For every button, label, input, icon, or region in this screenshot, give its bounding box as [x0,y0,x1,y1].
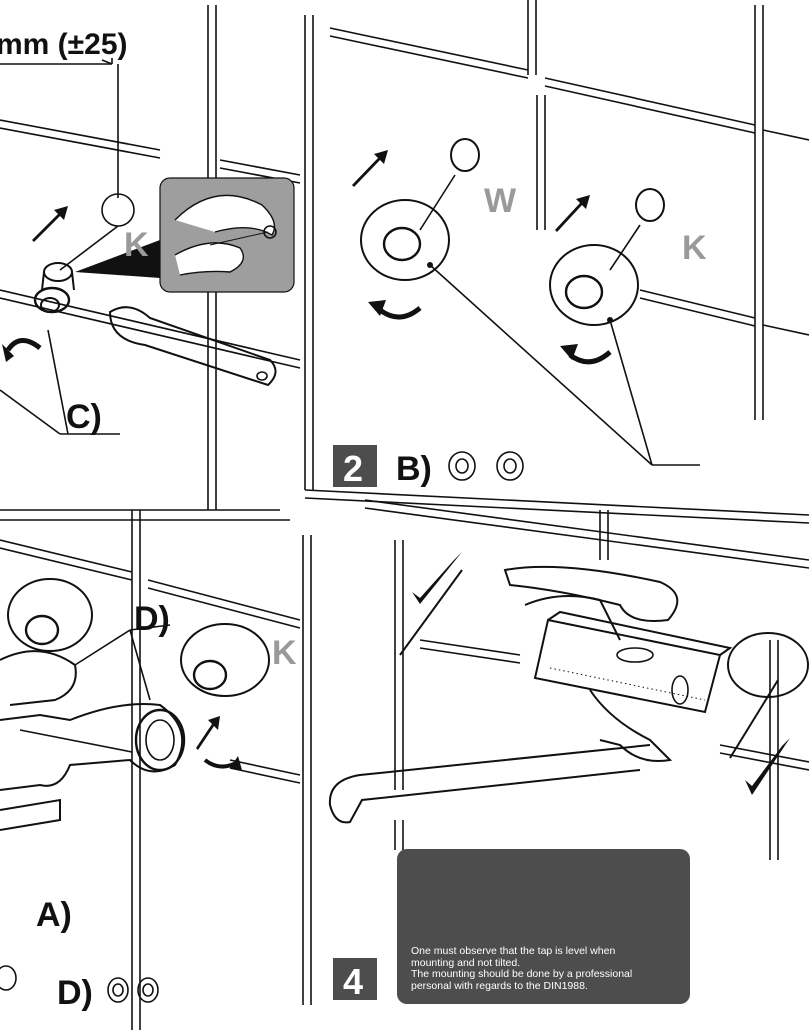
panel-2-rosettes [304,0,809,524]
arrow-icon [196,716,220,750]
mounting-note-box: One must observe that the tap is level w… [397,849,690,1004]
label-w: W [484,182,517,220]
step-4-number: 4 [343,961,363,1002]
label-c: C) [66,398,102,436]
note-line: The mounting should be done by a profess… [411,968,633,980]
rotate-arrow-icon [368,300,612,365]
panel-3-tap-mounting [0,510,301,1030]
rosette-dot-marker [427,262,613,323]
checkmark-icon [399,552,463,656]
note-line: mounting and not tilted. [411,956,521,969]
arrow-icon [352,150,590,232]
rotate-arrow-icon [2,338,42,362]
label-k-panel1: K [124,226,149,264]
parts-label-b: B) [396,450,432,488]
parts-label-d: D) [57,974,93,1012]
label-d: D) [134,600,170,638]
step-2-badge: 2 [333,445,377,489]
label-k-panel2: K [682,229,707,267]
rotate-arrow-icon [203,756,242,770]
label-a: A) [36,896,72,934]
arrow-icon [32,206,68,242]
inset-thread-tape-illustration [75,177,295,293]
step-2-number: 2 [343,448,363,489]
dimension-text: mm (±25) [0,28,128,61]
step-4-badge: 4 [333,958,377,1002]
mounting-note-text: One must observe that the tap is level w… [411,945,681,992]
panel-1-wall-connectors [0,5,301,511]
note-line: personal with regards to the DIN1988. [411,979,588,992]
note-line: One must observe that the tap is level w… [411,945,616,957]
label-k-panel3: K [272,634,297,672]
checkmark-icon [729,679,790,795]
